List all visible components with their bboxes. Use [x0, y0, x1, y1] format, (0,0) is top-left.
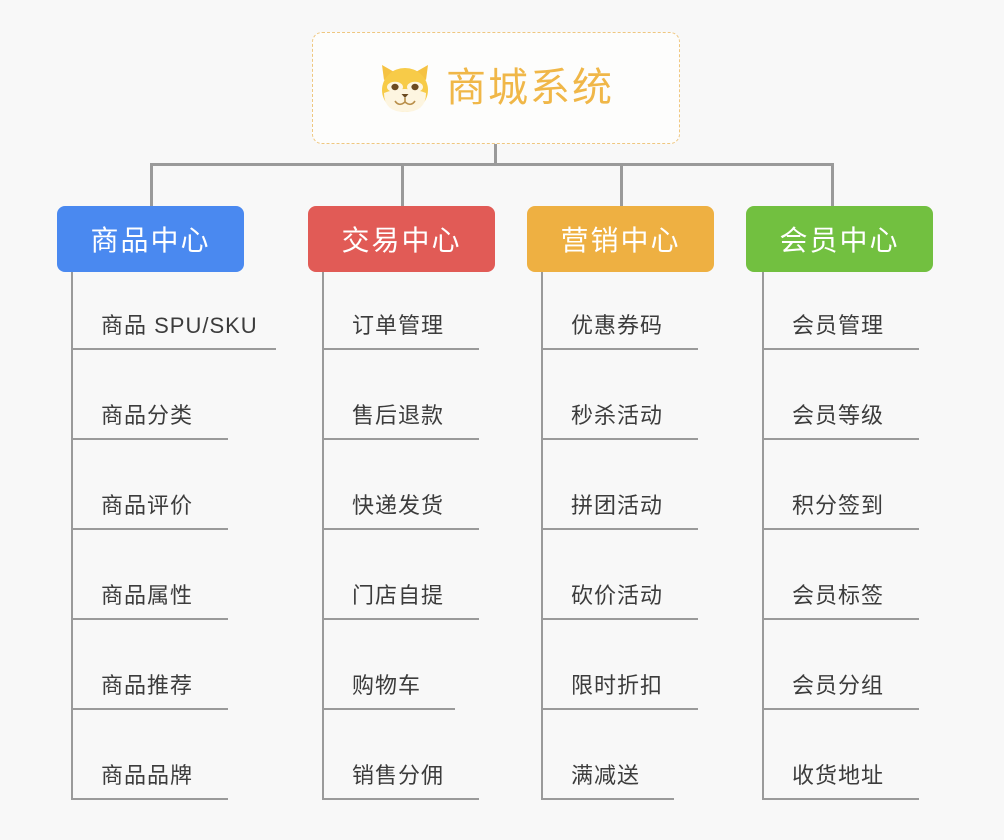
leaf-item[interactable]: 满减送	[541, 710, 674, 800]
leaf-item-label: 商品属性	[101, 583, 194, 608]
leaf-item[interactable]: 会员管理	[762, 260, 919, 350]
leaf-item[interactable]: 门店自提	[322, 530, 479, 620]
leaf-item[interactable]: 收货地址	[762, 710, 919, 800]
connector-drop-product-center	[150, 163, 153, 206]
leaf-item-label: 会员管理	[792, 313, 885, 338]
category-header-label: 会员中心	[779, 225, 900, 256]
leaf-item-underline	[71, 798, 228, 800]
leaf-item-label: 商品评价	[101, 493, 194, 518]
leaf-item-underline	[71, 708, 228, 710]
leaf-item[interactable]: 订单管理	[322, 260, 479, 350]
leaf-item[interactable]: 会员分组	[762, 620, 919, 710]
leaf-item-label: 商品 SPU/SKU	[101, 313, 258, 338]
leaf-item[interactable]: 快递发货	[322, 440, 479, 530]
leaf-item[interactable]: 限时折扣	[541, 620, 698, 710]
connector-drop-member-center	[831, 163, 834, 206]
leaf-item[interactable]: 积分签到	[762, 440, 919, 530]
leaf-item-label: 商品推荐	[101, 673, 194, 698]
root-title: 商城系统	[446, 66, 614, 110]
leaf-item-underline	[762, 708, 919, 710]
category-header-trade-center[interactable]: 交易中心	[308, 206, 495, 272]
leaf-item[interactable]: 商品分类	[71, 350, 228, 440]
leaf-item-label: 购物车	[352, 673, 422, 698]
leaf-item-label: 限时折扣	[571, 673, 664, 698]
root-node[interactable]: 商城系统	[312, 32, 680, 144]
leaf-item[interactable]: 秒杀活动	[541, 350, 698, 440]
leaf-item-underline	[322, 708, 455, 710]
category-header-label: 商品中心	[90, 225, 211, 256]
leaf-item-label: 砍价活动	[571, 583, 664, 608]
leaf-item[interactable]: 砍价活动	[541, 530, 698, 620]
leaf-item-underline	[322, 438, 479, 440]
category-header-member-center[interactable]: 会员中心	[746, 206, 933, 272]
leaf-item-label: 积分签到	[792, 493, 885, 518]
leaf-item[interactable]: 商品评价	[71, 440, 228, 530]
leaf-item-underline	[541, 528, 698, 530]
leaf-item[interactable]: 商品品牌	[71, 710, 228, 800]
leaf-item-label: 门店自提	[352, 583, 445, 608]
leaf-item[interactable]: 拼团活动	[541, 440, 698, 530]
leaf-item-underline	[71, 528, 228, 530]
leaf-item-label: 订单管理	[352, 313, 445, 338]
leaf-item-underline	[71, 348, 276, 350]
leaf-item-underline	[762, 528, 919, 530]
column-spine-trade-center	[322, 272, 324, 800]
category-header-product-center[interactable]: 商品中心	[57, 206, 244, 272]
leaf-item-label: 商品品牌	[101, 763, 194, 788]
leaf-item-label: 会员分组	[792, 673, 885, 698]
leaf-item-label: 销售分佣	[352, 763, 445, 788]
leaf-item-underline	[762, 798, 919, 800]
leaf-item-underline	[762, 618, 919, 620]
leaf-item-label: 会员等级	[792, 403, 885, 428]
connector-root-stem	[494, 144, 497, 166]
leaf-item-underline	[322, 618, 479, 620]
category-header-label: 营销中心	[560, 225, 681, 256]
leaf-item[interactable]: 会员标签	[762, 530, 919, 620]
connector-drop-marketing-center	[620, 163, 623, 206]
connector-drop-trade-center	[401, 163, 404, 206]
connector-horizontal-bus	[150, 163, 833, 166]
leaf-item-underline	[322, 798, 479, 800]
leaf-item-underline	[322, 348, 479, 350]
leaf-item-label: 满减送	[571, 763, 641, 788]
leaf-item[interactable]: 商品推荐	[71, 620, 228, 710]
leaf-item[interactable]: 销售分佣	[322, 710, 479, 800]
leaf-item-label: 会员标签	[792, 583, 885, 608]
column-spine-marketing-center	[541, 272, 543, 800]
leaf-item[interactable]: 售后退款	[322, 350, 479, 440]
leaf-item[interactable]: 商品 SPU/SKU	[71, 260, 276, 350]
leaf-item-underline	[322, 528, 479, 530]
leaf-item-label: 商品分类	[101, 403, 194, 428]
leaf-item-underline	[762, 348, 919, 350]
leaf-item[interactable]: 优惠券码	[541, 260, 698, 350]
leaf-item-label: 拼团活动	[571, 493, 664, 518]
leaf-item[interactable]: 会员等级	[762, 350, 919, 440]
leaf-item-underline	[71, 618, 228, 620]
leaf-item[interactable]: 购物车	[322, 620, 455, 710]
leaf-item-underline	[541, 438, 698, 440]
leaf-item-underline	[541, 798, 674, 800]
leaf-item-underline	[71, 438, 228, 440]
shiba-inu-dog-face-icon	[378, 63, 432, 113]
leaf-item-label: 售后退款	[352, 403, 445, 428]
leaf-item-underline	[541, 618, 698, 620]
category-header-label: 交易中心	[341, 225, 462, 256]
leaf-item-label: 收货地址	[792, 763, 885, 788]
leaf-item-label: 快递发货	[352, 493, 445, 518]
leaf-item-underline	[762, 438, 919, 440]
leaf-item-underline	[541, 348, 698, 350]
leaf-item-underline	[541, 708, 698, 710]
leaf-item[interactable]: 商品属性	[71, 530, 228, 620]
leaf-item-label: 秒杀活动	[571, 403, 664, 428]
leaf-item-label: 优惠券码	[571, 313, 664, 338]
category-header-marketing-center[interactable]: 营销中心	[527, 206, 714, 272]
column-spine-member-center	[762, 272, 764, 800]
column-spine-product-center	[71, 272, 73, 800]
